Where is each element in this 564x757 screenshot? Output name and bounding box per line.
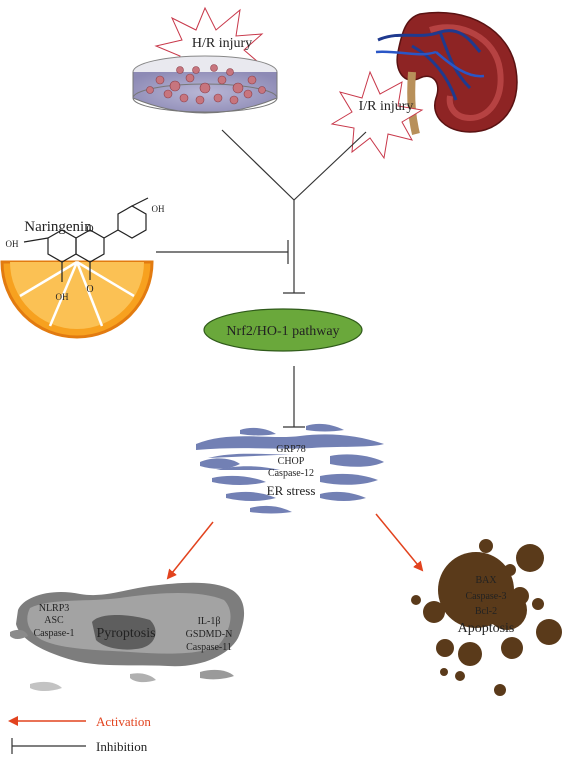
legend: Activation Inhibition [8,714,151,754]
naringenin-inhibition-line [156,240,289,264]
carbonyl-o-label: O [86,284,93,295]
arrow-to-apoptosis [375,513,424,572]
pyro-right-marker-2: GSDMD-N [186,629,233,640]
pyro-right-marker-3: Caspase-11 [186,642,232,653]
er-marker-1: GRP78 [276,444,305,455]
ring-o-label: O [86,224,93,235]
apo-marker-3: Bcl-2 [475,606,497,617]
oh-left-label: OH [6,239,19,249]
er-stress-label: ER stress [267,483,316,498]
naringenin-molecule: Naringenin OH OH OH O O [0,197,165,339]
hr-injury-label: H/R injury [192,36,252,51]
oh-bottom-label: OH [56,292,69,302]
pyro-right-marker-1: IL-1β [198,616,221,627]
oh-top-label: OH [152,204,165,214]
pyroptosis-label: Pyroptosis [96,626,155,641]
ir-starburst [330,70,424,160]
arrow-to-pyroptosis [166,521,214,580]
legend-inhibition-label: Inhibition [96,739,148,754]
er-marker-3: Caspase-12 [268,468,314,479]
apoptosis-label: Apoptosis [458,621,515,636]
ir-injury-label: I/R injury [359,99,414,114]
converging-lines [221,129,367,294]
legend-activation-label: Activation [96,714,151,729]
petri-dish-illustration: H/R injury [132,6,278,114]
kidney-illustration: I/R injury [330,11,518,160]
pathway-ellipse [203,308,363,352]
apoptosis-illustration [411,539,562,696]
pyro-left-marker-2: ASC [44,615,64,626]
apo-marker-1: BAX [475,575,497,586]
pyroptosis-illustration [10,582,245,691]
pathway-to-er-inhibition [283,366,305,428]
pyro-left-marker-1: NLRP3 [39,603,70,614]
pathway-label: Nrf2/HO-1 pathway [226,324,339,339]
er-marker-2: CHOP [278,456,305,467]
naringenin-label: Naringenin [24,219,92,235]
pyro-left-marker-3: Caspase-1 [33,628,74,639]
apo-marker-2: Caspase-3 [465,591,506,602]
er-stress-illustration [196,423,384,514]
